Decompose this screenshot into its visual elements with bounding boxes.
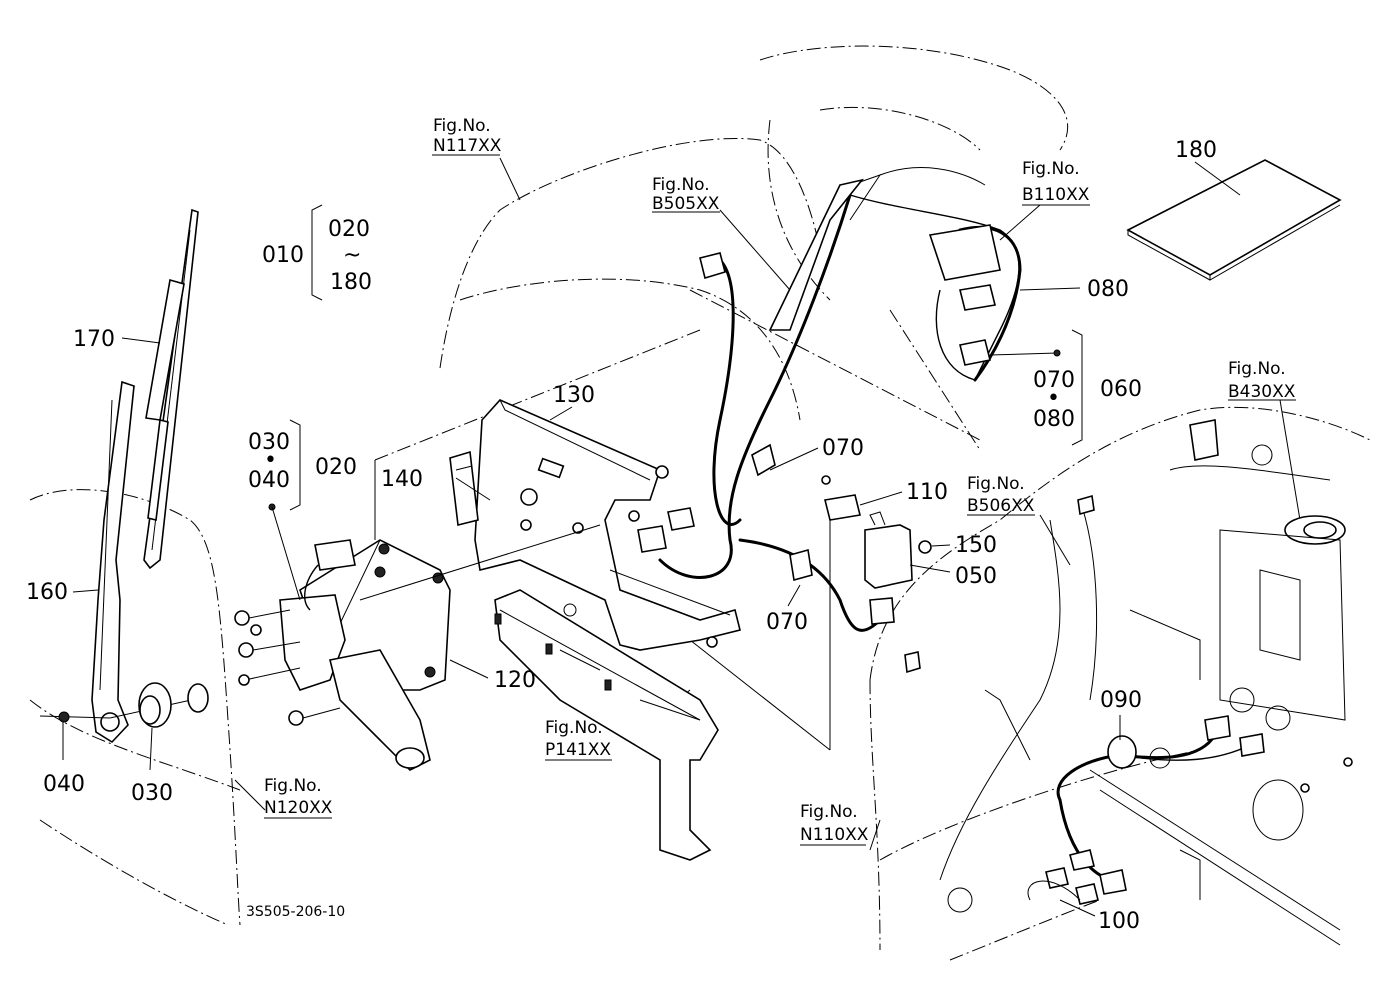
wiper-blade — [143, 208, 199, 570]
part-140: 140 — [381, 467, 423, 492]
group-060: 070 • 080 060 — [1033, 368, 1142, 432]
floor-plate — [494, 589, 719, 861]
svg-text:Fig.No.: Fig.No. — [1022, 159, 1080, 179]
fig-label-b110: Fig.No. B110XX — [1022, 159, 1090, 205]
svg-text:B506XX: B506XX — [967, 496, 1035, 516]
part-150: 150 — [955, 533, 997, 558]
fig-label-n120: Fig.No. N120XX — [264, 776, 333, 818]
fig-label-n110: Fig.No. N110XX — [800, 802, 869, 845]
svg-text:020: 020 — [315, 455, 357, 480]
part-080: 080 — [1087, 277, 1129, 302]
diagram-code: 3S505-206-10 — [246, 904, 345, 920]
part-160: 160 — [26, 580, 68, 605]
svg-text:070: 070 — [1033, 368, 1075, 393]
manual-book — [1126, 159, 1342, 281]
fig-label-p141: Fig.No. P141XX — [545, 718, 611, 760]
svg-text:180: 180 — [330, 270, 372, 295]
group-brackets — [289, 204, 1083, 511]
center-harness — [637, 167, 1022, 632]
svg-text:020: 020 — [328, 217, 370, 242]
fig-label-n117: Fig.No. N117XX — [433, 116, 502, 156]
svg-text:B505XX: B505XX — [652, 194, 720, 214]
part-100: 100 — [1098, 909, 1140, 934]
part-090: 090 — [1100, 688, 1142, 713]
svg-text:030: 030 — [248, 430, 290, 455]
svg-text:B430XX: B430XX — [1228, 382, 1296, 402]
svg-text:N120XX: N120XX — [264, 798, 333, 818]
svg-text:Fig.No.: Fig.No. — [433, 116, 491, 136]
svg-text:N117XX: N117XX — [433, 136, 502, 156]
wiper-arm — [91, 380, 135, 744]
fig-label-b506: Fig.No. B506XX — [967, 474, 1035, 516]
svg-text:010: 010 — [262, 243, 304, 268]
part-070-a: 070 — [822, 436, 864, 461]
part-030: 030 — [131, 781, 173, 806]
svg-text:040: 040 — [248, 468, 290, 493]
leader-lines — [62, 154, 1296, 917]
svg-text:Fig.No.: Fig.No. — [545, 718, 603, 738]
bracket — [359, 399, 741, 651]
svg-text:Fig.No.: Fig.No. — [1228, 359, 1286, 379]
right-console — [904, 419, 1353, 946]
part-070-b: 070 — [766, 610, 808, 635]
group-020: 030 • 040 020 — [248, 430, 357, 493]
svg-text:Fig.No.: Fig.No. — [264, 776, 322, 796]
svg-text:N110XX: N110XX — [800, 825, 869, 845]
part-180: 180 — [1175, 138, 1217, 163]
part-040: 040 — [43, 772, 85, 797]
svg-text:080: 080 — [1033, 407, 1075, 432]
group-010: 010 020 ~ 180 — [262, 217, 372, 295]
pad — [449, 450, 479, 526]
part-170: 170 — [73, 327, 115, 352]
wiper-motor-assembly — [234, 460, 451, 771]
svg-text:Fig.No.: Fig.No. — [652, 175, 710, 195]
svg-text:Fig.No.: Fig.No. — [967, 474, 1025, 494]
svg-text:060: 060 — [1100, 377, 1142, 402]
svg-text:B110XX: B110XX — [1022, 185, 1090, 205]
pivot-parts-left — [39, 682, 209, 728]
fig-label-b430: Fig.No. B430XX — [1228, 359, 1296, 402]
relay-assembly — [821, 475, 932, 589]
part-110: 110 — [906, 480, 948, 505]
svg-text:Fig.No.: Fig.No. — [800, 802, 858, 822]
part-130: 130 — [553, 383, 595, 408]
fig-label-b505: Fig.No. B505XX — [652, 175, 720, 214]
svg-text:•: • — [1047, 386, 1060, 411]
part-050: 050 — [955, 564, 997, 589]
svg-text:P141XX: P141XX — [545, 740, 611, 760]
svg-text:•: • — [264, 448, 277, 473]
svg-text:~: ~ — [343, 243, 361, 268]
part-120: 120 — [494, 668, 536, 693]
